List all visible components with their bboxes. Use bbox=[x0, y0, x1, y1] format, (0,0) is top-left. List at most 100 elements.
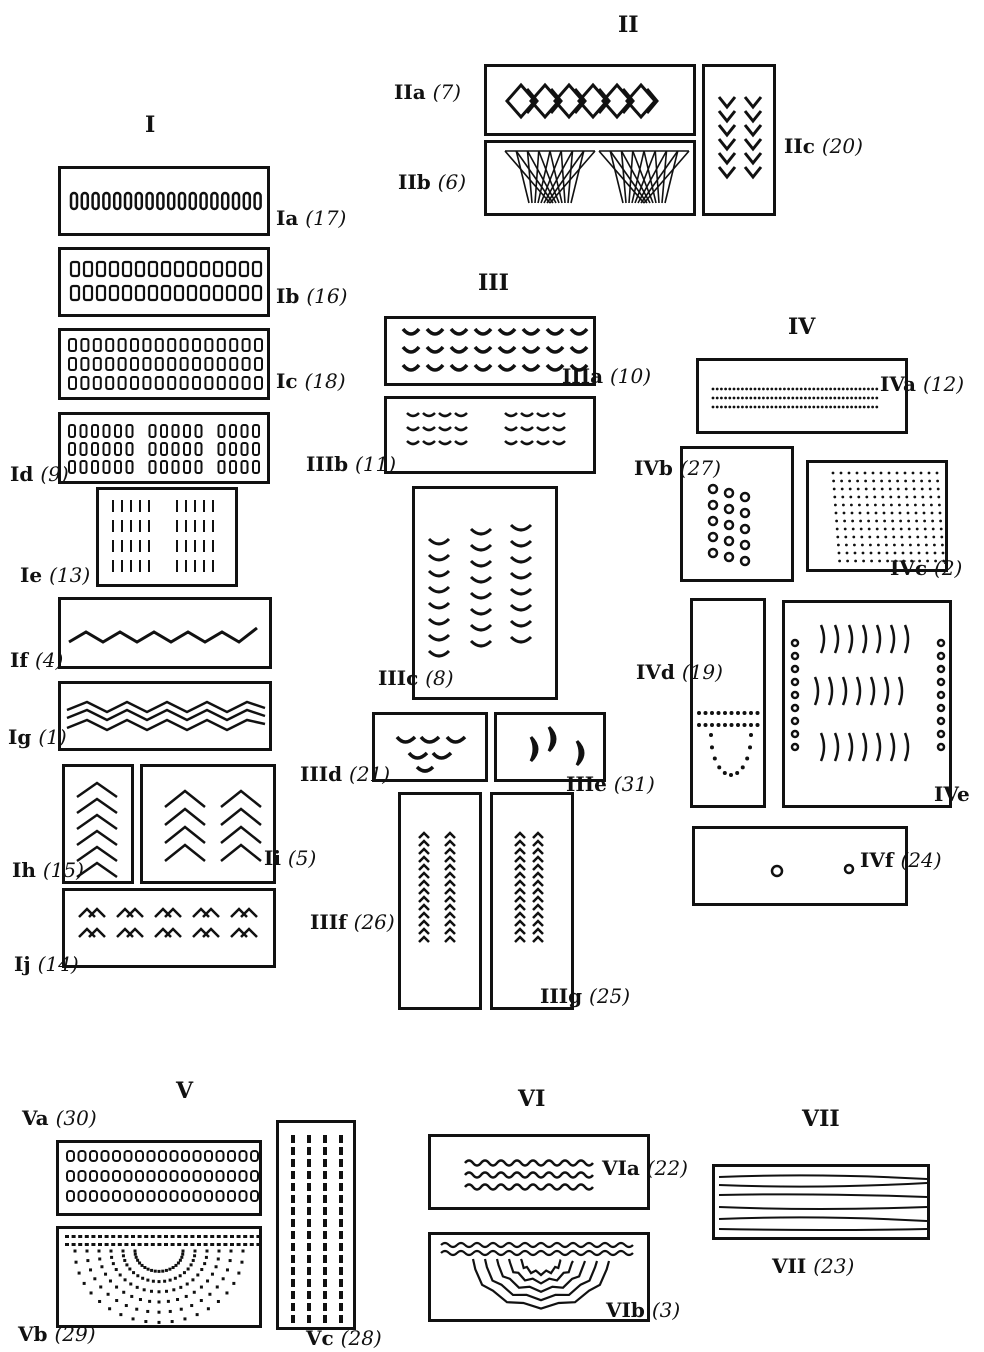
label-IIIg: IIIg (25) bbox=[540, 984, 630, 1008]
pattern-Ic bbox=[58, 328, 270, 400]
pattern-Vb bbox=[56, 1226, 262, 1328]
label-IIId: IIId (21) bbox=[300, 762, 390, 786]
label-Ii: Ii (5) bbox=[264, 846, 316, 870]
pattern-IIIg-drawing bbox=[493, 795, 571, 1007]
pattern-Ib-drawing bbox=[61, 250, 267, 314]
label-IIIf: IIIf (26) bbox=[310, 910, 395, 934]
pattern-IIc bbox=[702, 64, 776, 216]
label-IIIe-number: (31) bbox=[614, 772, 655, 796]
pattern-IVe-drawing bbox=[785, 603, 949, 805]
label-IVb: IVb (27) bbox=[634, 456, 721, 480]
label-IVf: IVf (24) bbox=[860, 848, 942, 872]
label-Ie-number: (13) bbox=[49, 563, 90, 587]
label-IVb-code: IVb bbox=[634, 456, 673, 480]
label-Ib-number: (16) bbox=[306, 284, 347, 308]
label-Ii-number: (5) bbox=[288, 846, 316, 870]
group-heading-III: III bbox=[478, 270, 509, 296]
label-Ie: Ie (13) bbox=[20, 563, 90, 587]
label-IIb-code: IIb bbox=[398, 170, 431, 194]
label-Ie-code: Ie bbox=[20, 563, 42, 587]
label-Ig: Ig (1) bbox=[8, 725, 67, 749]
label-Ic-number: (18) bbox=[305, 369, 346, 393]
label-IVc-code: IVc bbox=[890, 556, 927, 580]
label-IIa-code: IIa bbox=[394, 80, 426, 104]
label-Vb-code: Vb bbox=[18, 1322, 48, 1346]
pattern-Ij bbox=[62, 888, 276, 968]
pattern-IIc-drawing bbox=[705, 67, 773, 213]
label-Vc: Vc (28) bbox=[306, 1326, 382, 1350]
pattern-Ie-drawing bbox=[99, 490, 235, 584]
pattern-IIIf bbox=[398, 792, 482, 1010]
pattern-VII-drawing bbox=[715, 1167, 927, 1237]
label-IIb-number: (6) bbox=[438, 170, 466, 194]
label-VII: VII (23) bbox=[772, 1254, 854, 1278]
label-Vc-code: Vc bbox=[306, 1326, 334, 1350]
label-IIId-code: IIId bbox=[300, 762, 342, 786]
pattern-IIa-drawing bbox=[487, 67, 693, 133]
label-Ii-code: Ii bbox=[264, 846, 281, 870]
label-IIIa-number: (10) bbox=[610, 364, 651, 388]
group-heading-I: I bbox=[145, 112, 155, 138]
pattern-IVd-drawing bbox=[693, 601, 763, 805]
label-IVa-number: (12) bbox=[923, 372, 964, 396]
label-IIIb-code: IIIb bbox=[306, 452, 348, 476]
label-VIb-code: VIb bbox=[606, 1298, 645, 1322]
label-Ia: Ia (17) bbox=[276, 206, 346, 230]
pattern-Id bbox=[58, 412, 270, 484]
pattern-IIb bbox=[484, 140, 696, 216]
label-VIb: VIb (3) bbox=[606, 1298, 680, 1322]
label-Ib: Ib (16) bbox=[276, 284, 347, 308]
pattern-IIIe-drawing bbox=[497, 715, 603, 779]
pattern-IVd bbox=[690, 598, 766, 808]
pattern-Ic-drawing bbox=[61, 331, 267, 397]
label-IIIg-number: (25) bbox=[589, 984, 630, 1008]
label-VIb-number: (3) bbox=[652, 1298, 680, 1322]
label-Ij: Ij (14) bbox=[14, 952, 79, 976]
label-IIIf-code: IIIf bbox=[310, 910, 347, 934]
label-IVb-number: (27) bbox=[680, 456, 721, 480]
label-If: If (4) bbox=[10, 648, 63, 672]
label-IIIc-number: (8) bbox=[425, 666, 453, 690]
label-Va: Va (30) bbox=[22, 1106, 97, 1130]
label-IIa-number: (7) bbox=[433, 80, 461, 104]
label-Id-code: Id bbox=[10, 462, 33, 486]
label-IIIe: IIIe (31) bbox=[566, 772, 655, 796]
group-heading-IV: IV bbox=[788, 314, 815, 340]
label-If-number: (4) bbox=[35, 648, 63, 672]
group-heading-VII: VII bbox=[802, 1106, 840, 1132]
label-Id-number: (9) bbox=[40, 462, 68, 486]
label-Vb-number: (29) bbox=[54, 1322, 95, 1346]
label-IIb: IIb (6) bbox=[398, 170, 466, 194]
pattern-Ii-drawing bbox=[143, 767, 273, 881]
pattern-Vc bbox=[276, 1120, 356, 1330]
label-IVe-code: IVe bbox=[934, 782, 970, 806]
label-IIc: IIc (20) bbox=[784, 134, 863, 158]
label-IVd-code: IVd bbox=[636, 660, 675, 684]
pattern-Ig bbox=[58, 681, 272, 751]
pattern-VII bbox=[712, 1164, 930, 1240]
label-IIc-code: IIc bbox=[784, 134, 815, 158]
pattern-IIIg bbox=[490, 792, 574, 1010]
label-Ih-number: (15) bbox=[43, 858, 84, 882]
label-Ih-code: Ih bbox=[12, 858, 36, 882]
label-VII-number: (23) bbox=[813, 1254, 854, 1278]
label-IIIg-code: IIIg bbox=[540, 984, 582, 1008]
label-IVf-number: (24) bbox=[900, 848, 941, 872]
group-heading-II: II bbox=[618, 12, 639, 38]
label-IIIa-code: IIIa bbox=[562, 364, 603, 388]
label-Ic: Ic (18) bbox=[276, 369, 346, 393]
pattern-IIa bbox=[484, 64, 696, 136]
pattern-Vc-drawing bbox=[279, 1123, 353, 1327]
pattern-IVc-drawing bbox=[809, 463, 945, 569]
label-IIId-number: (21) bbox=[349, 762, 390, 786]
pattern-Va bbox=[56, 1140, 262, 1216]
label-VIa-code: VIa bbox=[602, 1156, 640, 1180]
label-Ij-number: (14) bbox=[38, 952, 79, 976]
pattern-IIId-drawing bbox=[375, 715, 485, 779]
label-VIa-number: (22) bbox=[647, 1156, 688, 1180]
label-Ia-code: Ia bbox=[276, 206, 298, 230]
label-Ic-code: Ic bbox=[276, 369, 298, 393]
label-Id: Id (9) bbox=[10, 462, 69, 486]
label-IIIc: IIIc (8) bbox=[378, 666, 454, 690]
label-Va-code: Va bbox=[22, 1106, 49, 1130]
